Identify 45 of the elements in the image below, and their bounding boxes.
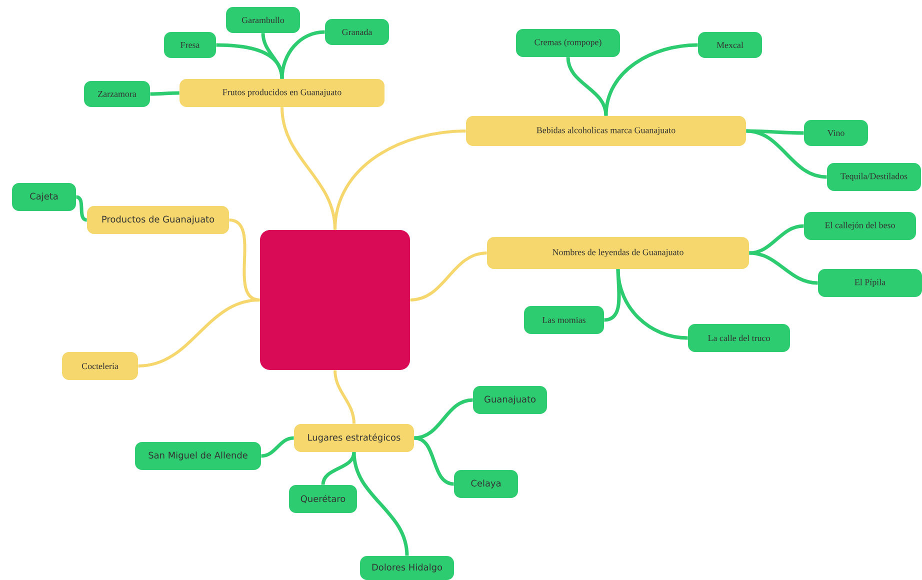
connector xyxy=(604,43,698,116)
connector xyxy=(261,436,294,458)
connector xyxy=(746,129,827,179)
connector xyxy=(616,269,688,340)
topic-box: Coctelería xyxy=(62,352,138,380)
subtopic-box: El callejón del beso xyxy=(804,212,916,240)
topic-box: Frutos producidos en Guanajuato xyxy=(180,79,384,107)
connector xyxy=(566,56,608,116)
connector xyxy=(414,398,473,440)
topic-box: Productos de Guanajuato xyxy=(87,206,229,234)
subtopic-box: Guanajuato xyxy=(473,386,547,414)
connector xyxy=(749,224,804,255)
subtopic-box: El Pípila xyxy=(818,268,922,297)
central-box xyxy=(260,230,410,370)
connector xyxy=(414,436,454,486)
connector xyxy=(138,298,260,368)
topic-box: Lugares estratégicos xyxy=(294,424,414,452)
subtopic-box: Celaya xyxy=(454,470,518,498)
subtopic-box: Granada xyxy=(325,19,389,45)
subtopic-box: Zarzamora xyxy=(84,80,150,107)
connector xyxy=(352,452,409,556)
connector xyxy=(150,91,180,96)
subtopic-box: Garambullo xyxy=(226,7,300,33)
subtopic-box: Cajeta xyxy=(12,182,76,211)
connector xyxy=(334,129,466,230)
connector xyxy=(76,195,88,222)
subtopic-box: Las momias xyxy=(524,306,604,334)
topic-box: Nombres de leyendas de Guanajuato xyxy=(487,236,749,269)
subtopic-box: Mexcal xyxy=(698,32,762,58)
subtopic-box: Dolores Hidalgo xyxy=(360,556,454,580)
subtopic-box: Querétaro xyxy=(289,484,357,513)
connector xyxy=(280,30,325,79)
connector xyxy=(746,129,804,135)
connector xyxy=(334,370,356,424)
subtopic-box: Tequila/Destilados xyxy=(827,162,921,191)
subtopic-box: Fresa xyxy=(164,32,216,58)
subtopic-box: La calle del truco xyxy=(688,324,790,352)
topic-box: Bebidas alcoholicas marca Guanajuato xyxy=(466,116,746,146)
connector xyxy=(410,252,487,302)
connector xyxy=(749,251,818,285)
subtopic-box: San Miguel de Allende xyxy=(135,442,261,470)
subtopic-box: Vino xyxy=(804,120,868,146)
connector xyxy=(261,33,284,79)
connector xyxy=(321,452,356,486)
subtopic-box: Cremas (rompope) xyxy=(516,29,620,57)
